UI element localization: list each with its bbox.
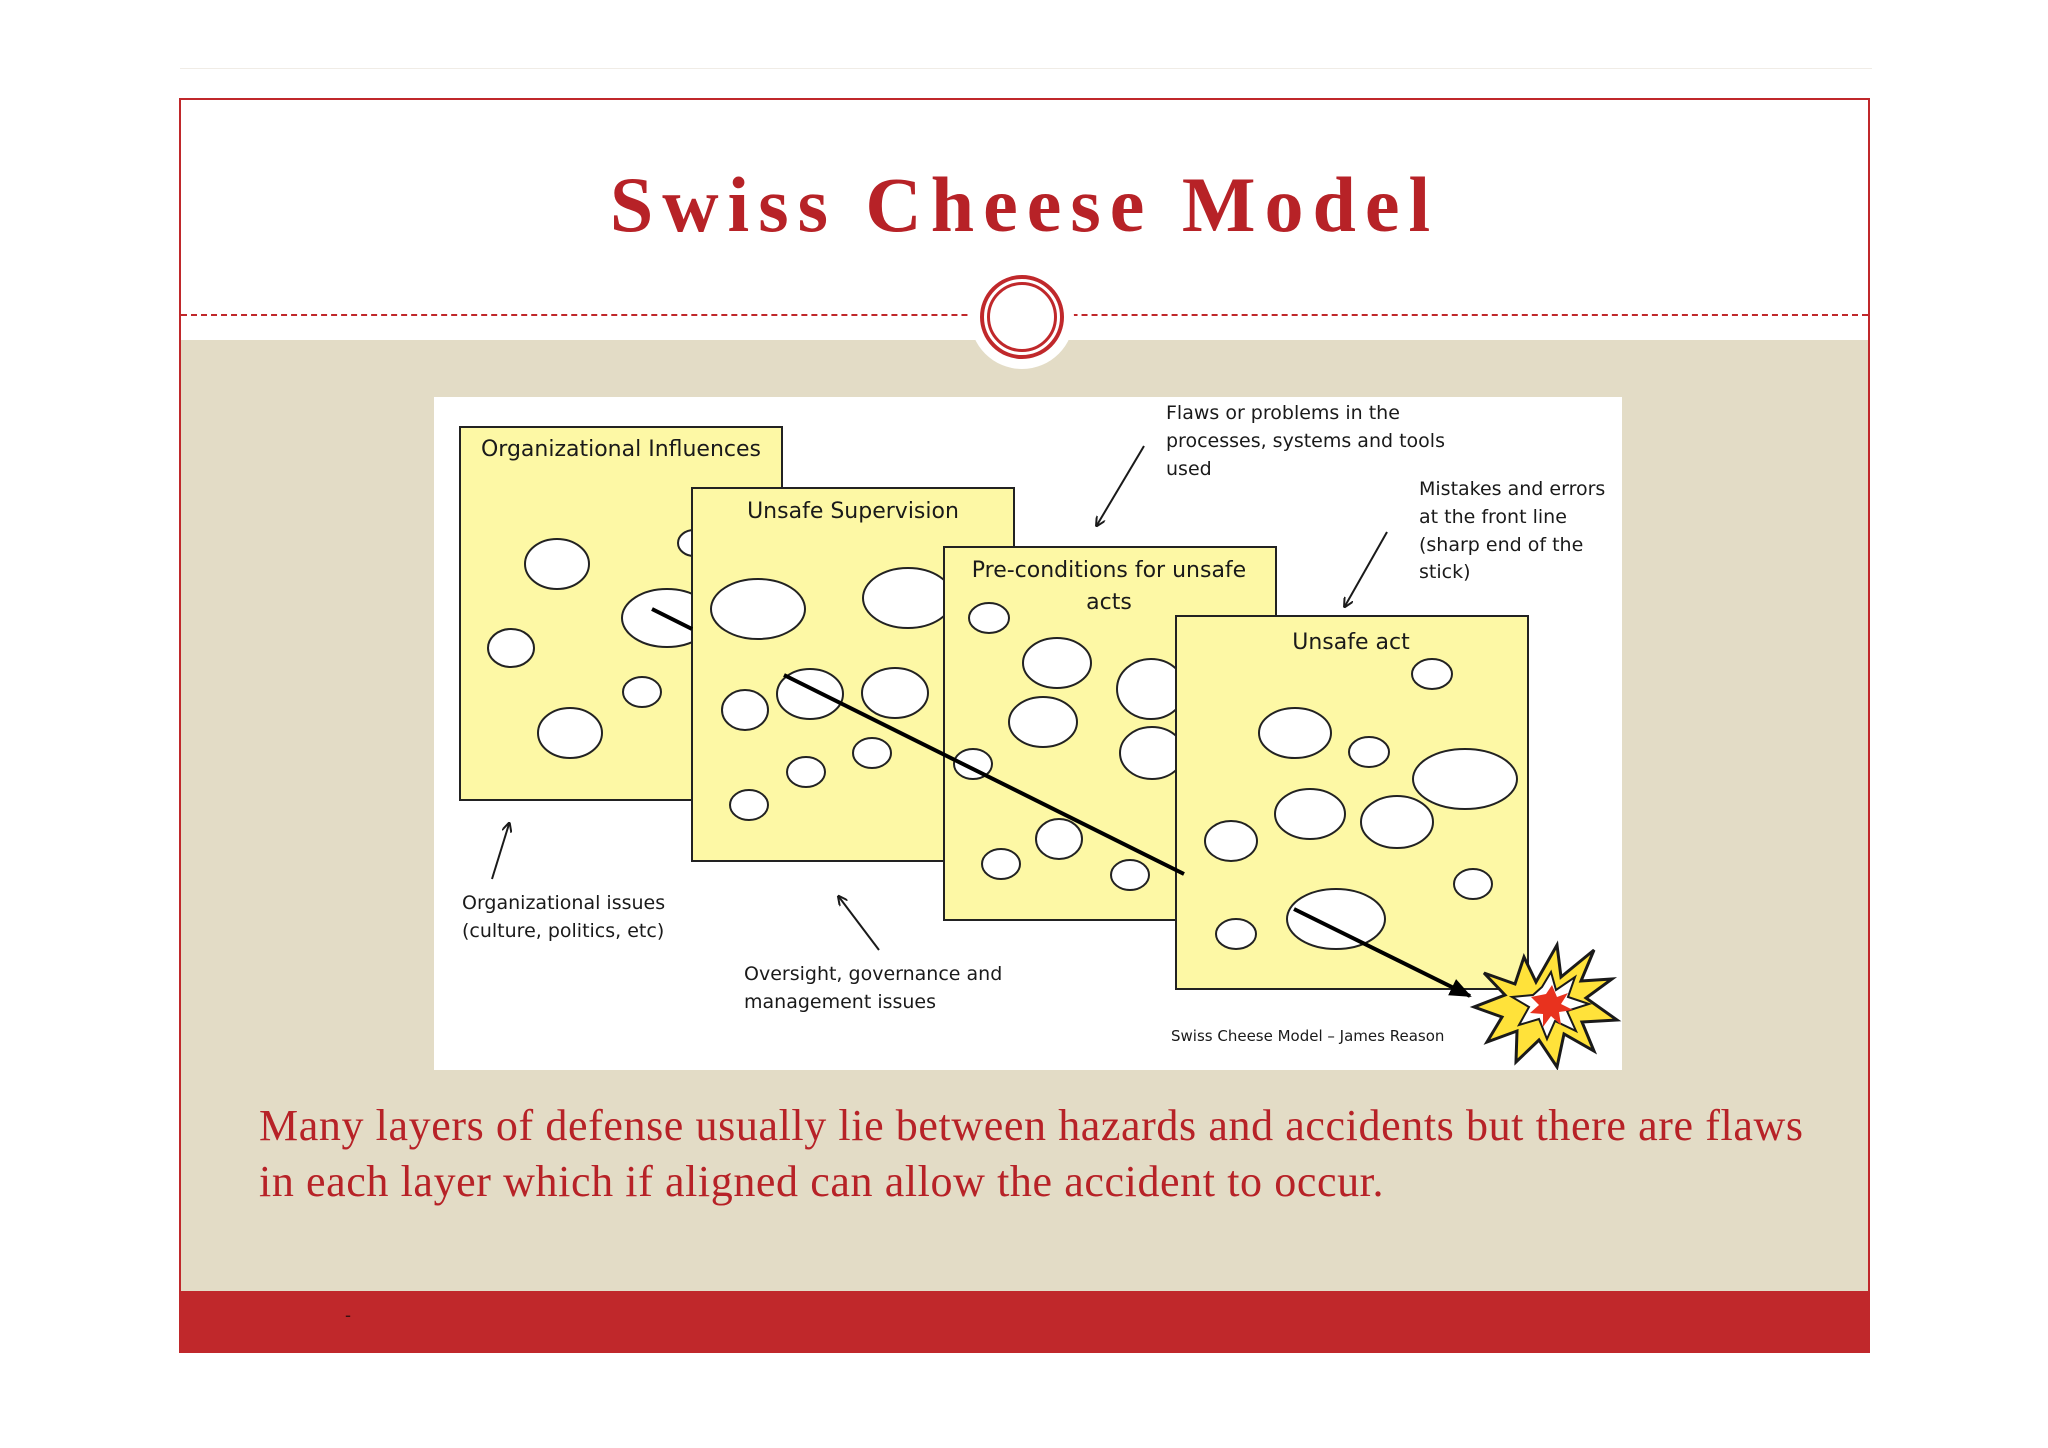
slice-unsafe-act: Unsafe act xyxy=(1175,615,1529,990)
slice-label-4: Unsafe act xyxy=(1292,630,1410,655)
svg-text:Mistakes and errors: Mistakes and errors xyxy=(1419,478,1605,500)
svg-text:stick): stick) xyxy=(1419,561,1471,583)
slide-frame: Swiss Cheese Model xyxy=(179,98,1870,1353)
slide-title: Swiss Cheese Model xyxy=(609,161,1440,248)
svg-text:at the front line: at the front line xyxy=(1419,506,1567,528)
swiss-cheese-diagram: Organizational Influences Unsafe Supervi… xyxy=(434,397,1622,1070)
slice-label-3b: acts xyxy=(1086,590,1132,615)
annotation-arrows xyxy=(491,445,1388,951)
svg-text:(sharp end of the: (sharp end of the xyxy=(1419,534,1583,556)
svg-text:processes, systems and tools: processes, systems and tools xyxy=(1166,430,1445,452)
svg-text:used: used xyxy=(1166,458,1212,480)
svg-text:(culture, politics, etc): (culture, politics, etc) xyxy=(462,920,664,942)
footer-text: - xyxy=(345,1305,351,1325)
annotation-mistakes: Mistakes and errors at the front line (s… xyxy=(1419,478,1605,583)
annotation-oversight: Oversight, governance and management iss… xyxy=(744,963,1002,1013)
diagram-credit: Swiss Cheese Model – James Reason xyxy=(1171,1027,1444,1045)
diagram-svg: Organizational Influences Unsafe Supervi… xyxy=(459,402,1622,1070)
top-rule xyxy=(180,68,1872,69)
annotation-organizational: Organizational issues (culture, politics… xyxy=(462,892,665,942)
body-text: Many layers of defense usually lie betwe… xyxy=(259,1101,1804,1206)
footer-bar: - xyxy=(181,1291,1868,1351)
explosion-icon xyxy=(1469,940,1622,1070)
svg-text:management issues: management issues xyxy=(744,991,936,1013)
svg-text:Organizational issues: Organizational issues xyxy=(462,892,665,914)
annotation-flaws: Flaws or problems in the processes, syst… xyxy=(1166,402,1445,480)
svg-text:Oversight, governance and: Oversight, governance and xyxy=(744,963,1002,985)
ring-ornament-icon xyxy=(970,265,1074,369)
slice-label-3a: Pre-conditions for unsafe xyxy=(972,558,1246,583)
slice-label-2: Unsafe Supervision xyxy=(747,499,959,524)
hazard-trajectory xyxy=(651,607,1472,998)
svg-text:Flaws or problems in the: Flaws or problems in the xyxy=(1166,402,1400,424)
slice-label-1: Organizational Influences xyxy=(481,437,761,462)
